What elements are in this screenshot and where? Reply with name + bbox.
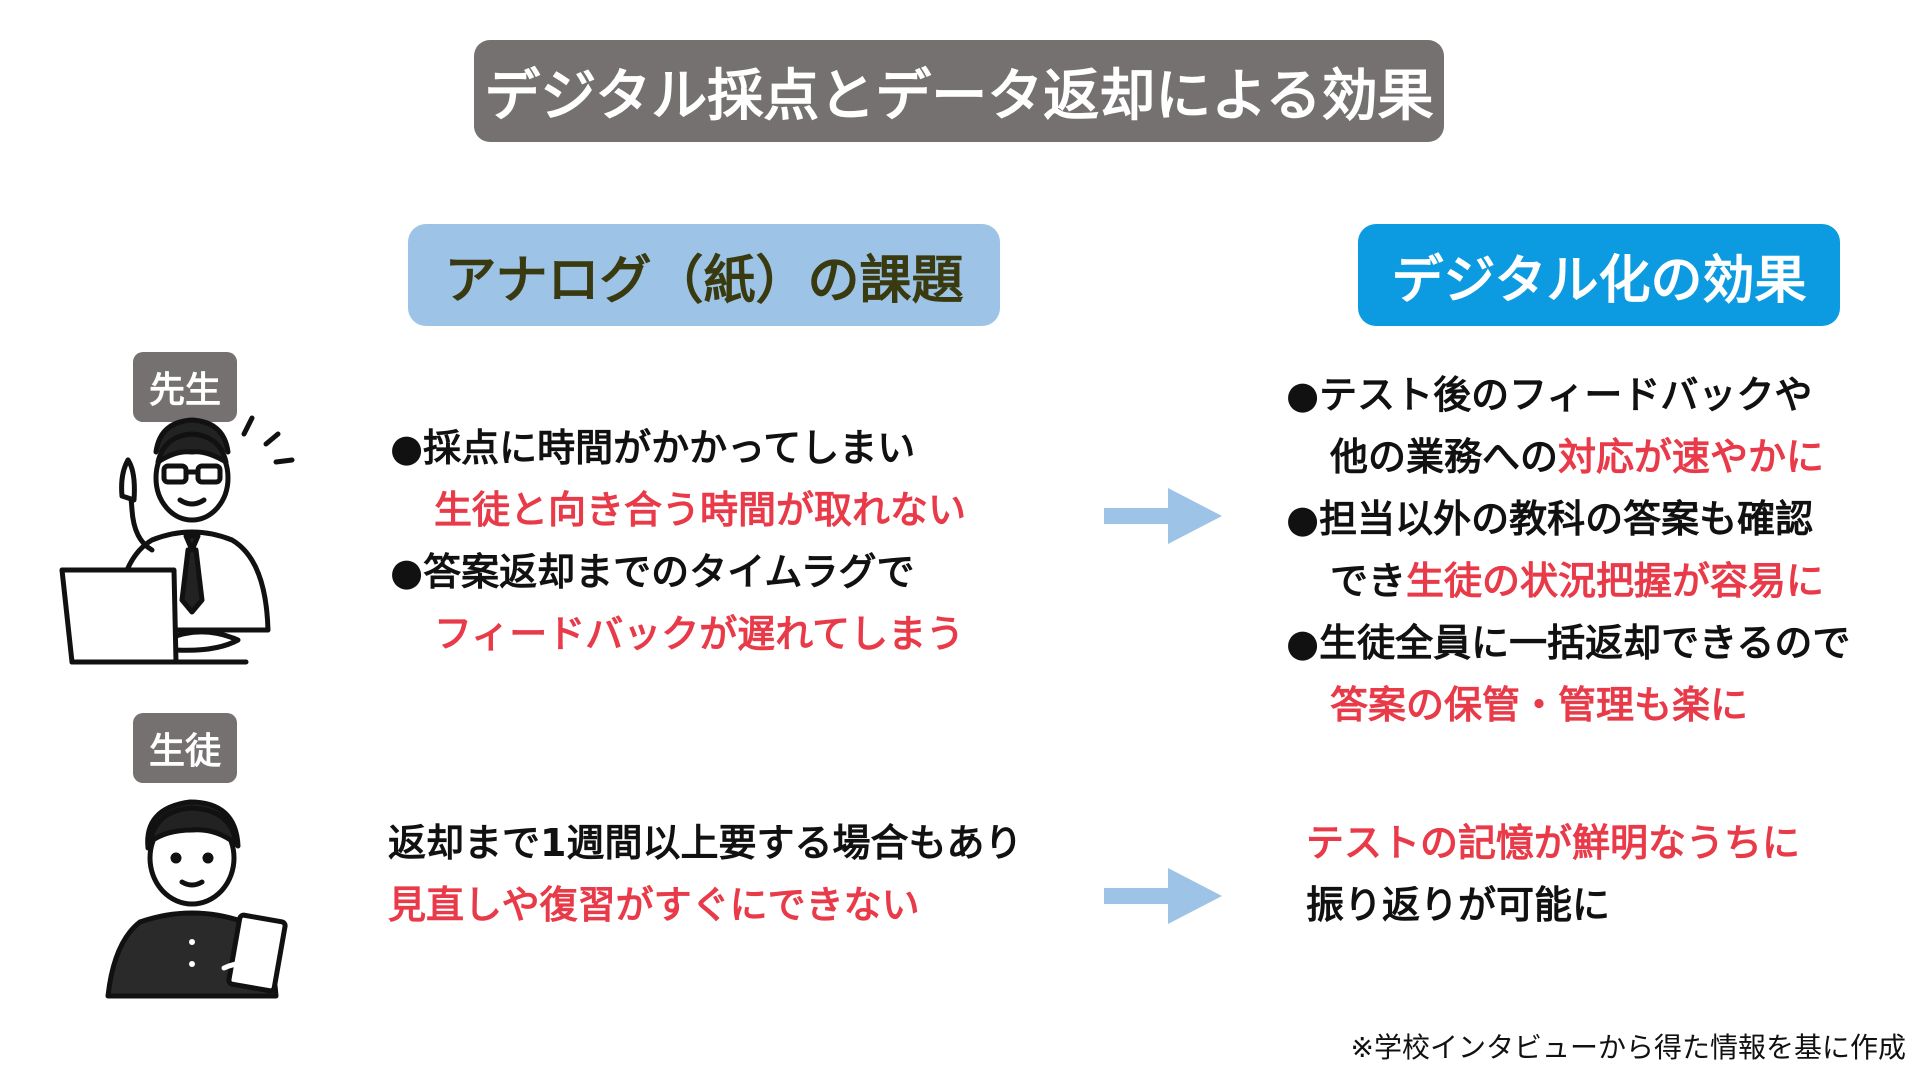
student-analog-line-2: 見直しや復習がすぐにできない [388, 883, 920, 927]
student-analog-text: 返却まで1週間以上要する場合もあり 見直しや復習がすぐにできない [388, 812, 1022, 936]
analog-column-header: アナログ（紙）の課題 [408, 224, 1000, 326]
teacher-with-laptop-icon [59, 415, 295, 665]
teacher-digital-line-4: でき生徒の状況把握が容易に [1330, 559, 1825, 603]
page-title: デジタル採点とデータ返却による効果 [474, 40, 1444, 142]
student-with-tablet-icon [105, 799, 288, 999]
teacher-role-badge: 先生 [133, 352, 237, 422]
teacher-digital-text: ●テスト後のフィードバックや 他の業務への対応が速やかに ●担当以外の教科の答案… [1286, 364, 1850, 736]
source-footnote: ※学校インタビューから得た情報を基に作成 [1350, 1031, 1906, 1064]
student-digital-text: テストの記憶が鮮明なうちに 振り返りが可能に [1306, 812, 1800, 936]
student-digital-line-1: テストの記憶が鮮明なうちに [1306, 821, 1801, 865]
student-digital-line-2: 振り返りが可能に [1306, 883, 1611, 927]
teacher-digital-line-5: ●生徒全員に一括返却できるので [1286, 621, 1851, 665]
teacher-digital-line-6: 答案の保管・管理も楽に [1330, 683, 1749, 727]
teacher-analog-line-1: ●採点に時間がかかってしまい [390, 426, 916, 470]
teacher-analog-line-4: フィードバックが遅れてしまう [434, 612, 965, 656]
teacher-analog-line-3: ●答案返却までのタイムラグで [390, 550, 915, 594]
digital-column-header: デジタル化の効果 [1358, 224, 1840, 326]
student-analog-line-1: 返却まで1週間以上要する場合もあり [388, 821, 1023, 865]
teacher-digital-line-3: ●担当以外の教科の答案も確認 [1286, 497, 1814, 541]
arrow-right-icon [1104, 488, 1222, 544]
teacher-digital-line-1: ●テスト後のフィードバックや [1286, 373, 1813, 417]
teacher-analog-line-2: 生徒と向き合う時間が取れない [434, 488, 967, 532]
arrow-right-icon [1104, 868, 1222, 924]
teacher-analog-text: ●採点に時間がかかってしまい 生徒と向き合う時間が取れない ●答案返却までのタイ… [390, 417, 966, 665]
teacher-digital-line-2: 他の業務への対応が速やかに [1330, 435, 1825, 479]
student-role-badge: 生徒 [133, 713, 237, 783]
